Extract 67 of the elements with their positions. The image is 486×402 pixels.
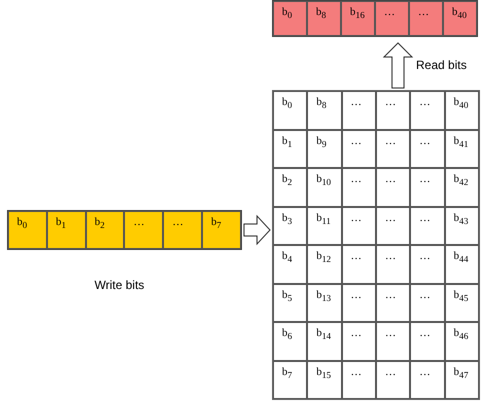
bit-grid xyxy=(272,90,480,400)
bit-cell: … xyxy=(410,206,445,245)
bit-cell: b$_{13}$ xyxy=(307,284,342,322)
bit-cell: … xyxy=(342,206,376,245)
bit-cell: … xyxy=(342,91,376,130)
bit-cell: b$_{16}$ xyxy=(341,1,375,36)
bit-cell: b$_{5}$ xyxy=(273,284,308,322)
bit-cell: b$_{11}$ xyxy=(307,206,342,245)
bit-cell: … xyxy=(376,206,410,245)
bit-cell: … xyxy=(410,168,445,206)
bit-cell: … xyxy=(342,130,376,168)
bit-cell: … xyxy=(410,322,445,360)
bit-cell: … xyxy=(376,360,410,399)
bit-cell: b$_{10}$ xyxy=(307,168,342,206)
bit-cell: b$_{15}$ xyxy=(307,360,342,399)
bit-cell: b$_{40}$ xyxy=(444,91,479,130)
bit-cell: b$_{0}$ xyxy=(273,1,307,36)
bit-cell: … xyxy=(376,322,410,360)
bit-cell: b$_{7}$ xyxy=(273,360,308,399)
bit-cell: … xyxy=(342,168,376,206)
bit-cell: … xyxy=(410,91,445,130)
bit-cell: … xyxy=(410,245,445,284)
bit-cell: b$_{40}$ xyxy=(443,1,477,36)
bit-cell: b$_{41}$ xyxy=(444,130,479,168)
bit-cell: b$_{7}$ xyxy=(202,211,241,249)
bit-cell: b$_{8}$ xyxy=(307,1,341,36)
bit-cell: … xyxy=(409,1,443,36)
bit-cell: b$_{3}$ xyxy=(273,206,308,245)
bit-cell: b$_{4}$ xyxy=(273,245,308,284)
bit-cell: b$_{12}$ xyxy=(307,245,342,284)
bit-cell: b$_{43}$ xyxy=(444,206,479,245)
bit-cell: … xyxy=(376,245,410,284)
bit-cell: b$_{9}$ xyxy=(307,130,342,168)
bit-cell: b$_{2}$ xyxy=(273,168,308,206)
bit-cell: … xyxy=(376,130,410,168)
bit-cell: … xyxy=(342,322,376,360)
bit-cell: … xyxy=(375,1,409,36)
bit-cell: … xyxy=(342,245,376,284)
bit-cell: … xyxy=(376,284,410,322)
bit-cell: … xyxy=(342,284,376,322)
bit-cell: … xyxy=(342,360,376,399)
bit-cell: b$_{46}$ xyxy=(444,322,479,360)
bit-cell: … xyxy=(410,360,445,399)
bit-cell: … xyxy=(410,284,445,322)
bit-cell: b$_{6}$ xyxy=(273,322,308,360)
bit-row xyxy=(7,210,242,250)
bit-cell: … xyxy=(376,91,410,130)
bit-cell: b$_{0}$ xyxy=(8,211,47,249)
bit-cell: … xyxy=(163,211,202,249)
bit-cell: b$_{1}$ xyxy=(46,211,86,249)
bit-cell: b$_{2}$ xyxy=(86,211,124,249)
bit-cell: … xyxy=(376,168,410,206)
bit-cell: b$_{14}$ xyxy=(307,322,342,360)
node-label: Write bits xyxy=(94,278,144,292)
bit-cell: b$_{1}$ xyxy=(273,130,308,168)
edge-label: Read bits xyxy=(416,58,467,72)
bit-cell: … xyxy=(124,211,164,249)
bit-row xyxy=(272,0,478,37)
bit-cell: b$_{42}$ xyxy=(444,168,479,206)
arrow xyxy=(244,214,271,246)
bit-cell: b$_{45}$ xyxy=(444,284,479,322)
arrow xyxy=(382,42,414,88)
bit-cell: b$_{8}$ xyxy=(307,91,342,130)
bit-cell: b$_{0}$ xyxy=(273,91,308,130)
bit-cell: b$_{44}$ xyxy=(444,245,479,284)
bit-cell: … xyxy=(410,130,445,168)
bit-cell: b$_{47}$ xyxy=(444,360,479,399)
